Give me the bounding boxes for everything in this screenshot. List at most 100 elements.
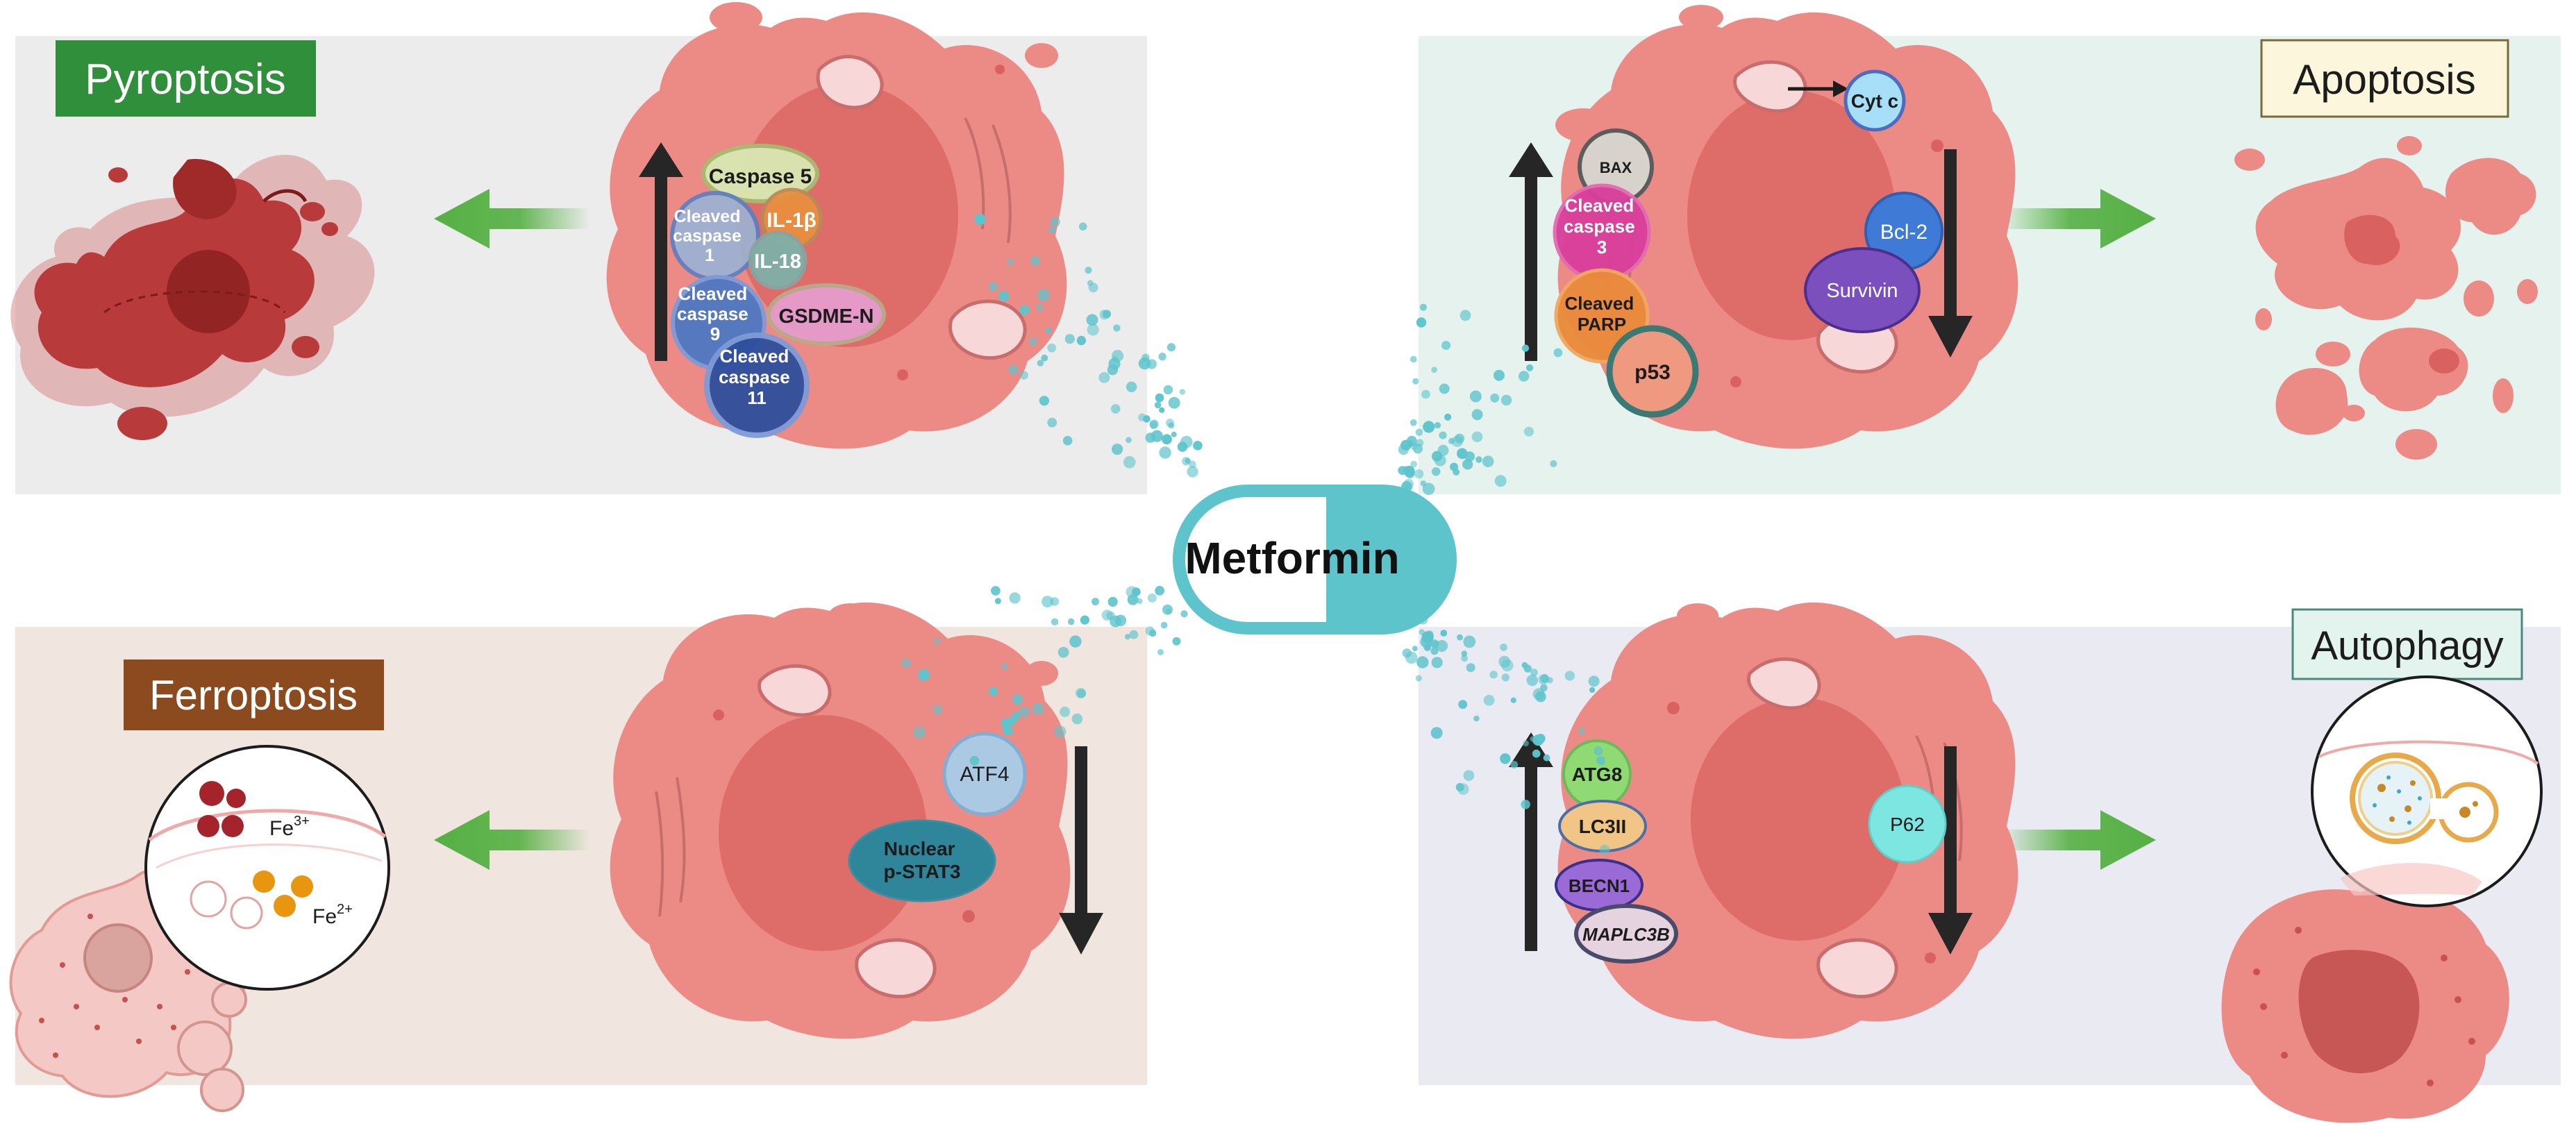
metformin-particle (1450, 462, 1458, 471)
metformin-particle (1510, 761, 1519, 768)
metformin-particle (932, 705, 943, 716)
metformin-particle (1047, 343, 1057, 353)
metformin-particle (1415, 675, 1422, 682)
metformin-particle (1155, 586, 1164, 596)
metformin-particle (1415, 428, 1423, 437)
metformin-particle (1599, 844, 1610, 855)
metformin-particle (1007, 717, 1016, 726)
metformin-particle (1123, 456, 1136, 469)
metformin-particle (1439, 383, 1450, 394)
metformin-particle (1589, 687, 1596, 694)
cytc-release-arrow-icon (1788, 81, 1848, 97)
metformin-particle (1422, 482, 1435, 496)
metformin-particle (1431, 367, 1438, 373)
marker-lc3ii: LC3II (1579, 816, 1626, 837)
pill-icon (1173, 485, 1457, 635)
metformin-particle (1596, 756, 1606, 766)
metformin-particle (1490, 393, 1500, 403)
metformin-particle (1001, 663, 1008, 670)
label-fe2: Fe2+ (312, 902, 353, 928)
metformin-particle (1540, 684, 1548, 692)
metformin-particle (1419, 303, 1427, 311)
metformin-particle (1151, 430, 1163, 442)
metformin-particle (1523, 426, 1534, 437)
marker-cleaved-caspase-1: Cleaved caspase 1 (673, 207, 746, 265)
metformin-particle (1098, 371, 1110, 383)
metformin-particle (1157, 649, 1164, 655)
marker-nuclear-pstat3: Nuclear p-STAT3 (884, 838, 961, 882)
metformin-particle (1078, 222, 1087, 231)
marker-atf4: ATF4 (960, 763, 1009, 786)
metformin-label: Metformin (1185, 533, 1399, 583)
metformin-particle (1403, 478, 1414, 489)
metformin-particle (1165, 608, 1172, 614)
metformin-particle (1069, 635, 1082, 648)
metformin-particle (969, 756, 980, 766)
metformin-particle (1439, 431, 1447, 439)
metformin-particle (1430, 647, 1439, 655)
metformin-particle (1159, 446, 1171, 459)
metformin-particle (1042, 596, 1053, 607)
metformin-particle (1068, 618, 1075, 625)
metformin-particle (901, 658, 911, 669)
metformin-particle (1124, 634, 1131, 640)
metformin-particle (1126, 381, 1137, 392)
metformin-particle (1080, 615, 1089, 625)
metformin-particle (1165, 419, 1174, 428)
metformin-particle (1431, 467, 1441, 476)
metformin-particle (1057, 646, 1069, 658)
metformin-particle (1092, 598, 1099, 606)
metformin-particle (1526, 674, 1538, 687)
metformin-particle (1461, 650, 1468, 657)
metformin-particle (1475, 456, 1482, 463)
metformin-particle (1461, 655, 1469, 662)
metformin-particle (1062, 436, 1073, 446)
metformin-particle (1494, 369, 1505, 381)
metformin-particle (1168, 396, 1180, 409)
metformin-particle (1189, 460, 1196, 468)
metformin-particle (1444, 413, 1452, 421)
metformin-particle (1172, 637, 1181, 646)
metformin-particle (1060, 706, 1071, 717)
marker-becn1: BECN1 (1569, 875, 1630, 896)
metformin-particle (1532, 688, 1545, 700)
metformin-particle (1483, 694, 1495, 706)
marker-maplc3b: MAPLC3B (1582, 924, 1670, 945)
metformin-particle (1510, 697, 1516, 703)
ferroptosis-title: Ferroptosis (149, 672, 358, 719)
metformin-particle (1578, 728, 1585, 734)
autophagy-title-box: Autophagy (2291, 608, 2523, 680)
metformin-particle (989, 687, 998, 696)
metformin-particle (1193, 441, 1203, 451)
marker-il-1b: IL-1β (767, 209, 817, 232)
pyroptosis-title: Pyroptosis (85, 56, 285, 103)
metformin-particle (1149, 419, 1159, 429)
marker-cleaved-parp: Cleaved PARP (1565, 293, 1639, 335)
metformin-particle (1410, 355, 1417, 363)
pyroptosis-marker-group: Caspase 5 GSDME-N Cleaved caspase 1 IL-1… (670, 144, 886, 438)
metformin-particle (1553, 348, 1563, 358)
metformin-particle (1166, 343, 1176, 352)
metformin-particle (1457, 783, 1469, 795)
metformin-particle (1163, 385, 1173, 395)
metformin-particle (1543, 754, 1550, 762)
down-arrow-icon (1928, 149, 1973, 358)
metformin-particle (1037, 289, 1050, 301)
ferroptosis-cell (610, 602, 1071, 1039)
metformin-particle (1431, 657, 1443, 669)
metformin-particle (1460, 451, 1466, 458)
marker-cyt-c: Cyt c (1851, 90, 1898, 112)
metformin-particle (1494, 475, 1507, 487)
metformin-particle (1050, 597, 1060, 606)
marker-caspase-5: Caspase 5 (709, 165, 812, 188)
metformin-particle (1434, 454, 1446, 467)
metformin-particle (1405, 651, 1418, 664)
metformin-particle (1051, 618, 1059, 625)
marker-bcl-2: Bcl-2 (1880, 221, 1927, 244)
magnifier-circle-icon (2311, 675, 2543, 907)
metformin-particle (1535, 734, 1546, 743)
metformin-particle (1530, 736, 1536, 742)
apoptosis-title-box: Apoptosis (2260, 39, 2509, 118)
metformin-particle (1007, 258, 1014, 267)
